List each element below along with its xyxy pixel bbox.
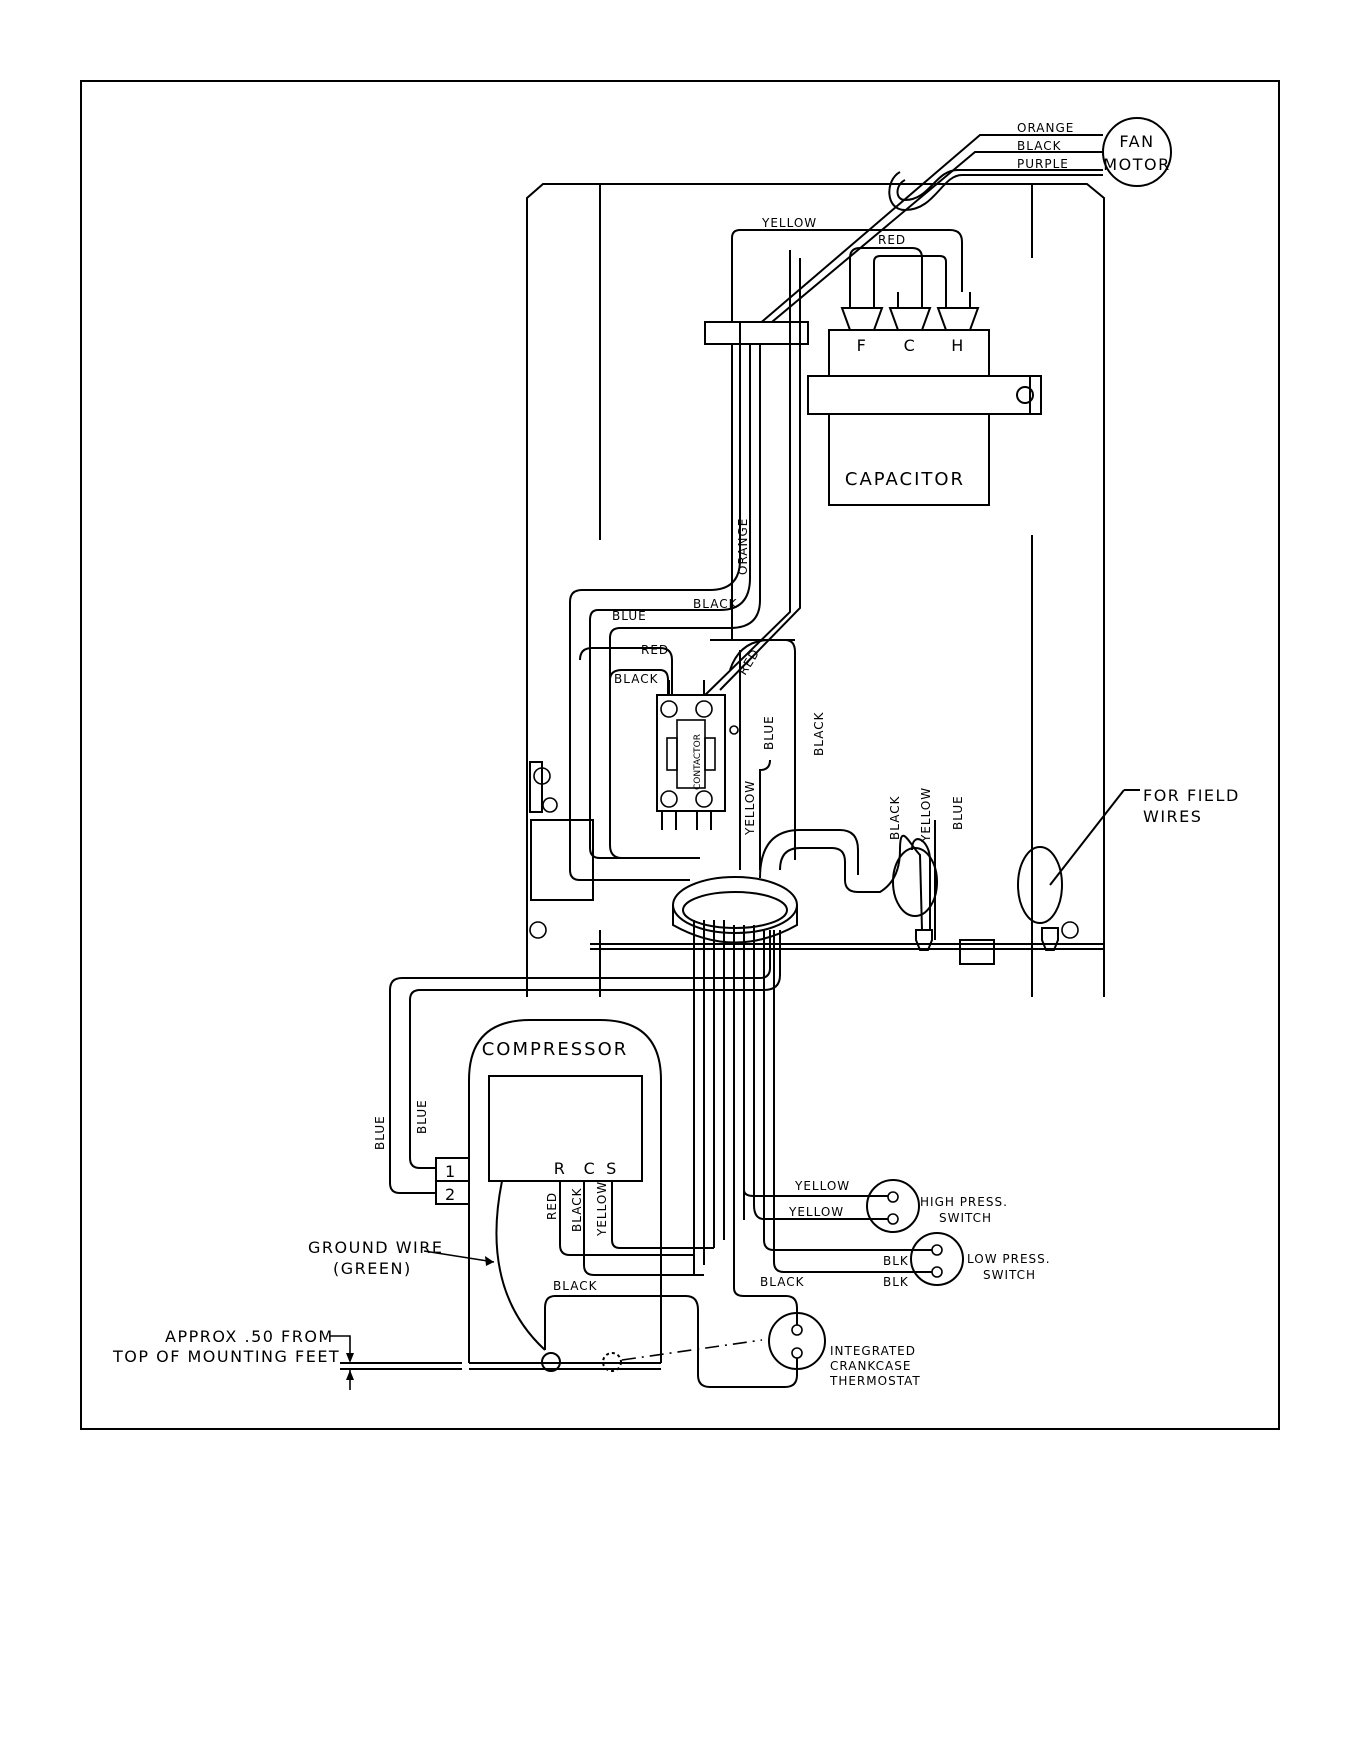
contactor: CONTACTOR xyxy=(656,680,739,830)
ground-screw-icon-2 xyxy=(542,797,558,813)
wire-clamp xyxy=(704,321,809,345)
low-press-blk-label-1: BLK xyxy=(883,1254,909,1268)
compressor-yellow-wire-label: YELLOW xyxy=(595,1181,609,1237)
fan-wire-black-label: BLACK xyxy=(1017,139,1062,153)
capacitor-mount-screw-icon xyxy=(1016,386,1034,404)
ground-lug xyxy=(529,761,594,939)
ground-wire: GROUND WIRE (GREEN) xyxy=(308,1180,546,1351)
orange-wire-label: ORANGE xyxy=(736,518,750,575)
capacitor-label: CAPACITOR xyxy=(845,469,965,490)
blue-wire-label-left: BLUE xyxy=(612,609,647,623)
compressor-terminal-s: S xyxy=(606,1159,618,1178)
compressor-label: COMPRESSOR xyxy=(482,1039,629,1060)
ground-wire-label-1: GROUND WIRE xyxy=(308,1238,443,1257)
low-press-switch-label-1: LOW PRESS. xyxy=(967,1252,1051,1266)
thermostat-black-label-1: BLACK xyxy=(553,1279,598,1293)
blue-wire-label-right: BLUE xyxy=(762,715,776,750)
mounting-note-label-1: APPROX .50 FROM xyxy=(165,1327,334,1346)
main-wire-bundle xyxy=(693,920,775,1277)
low-press-switch: BLK BLK LOW PRESS. SWITCH xyxy=(763,1190,1051,1289)
fan-wire-purple-label: PURPLE xyxy=(1017,157,1069,171)
field-wire-loop-left: BLACK YELLOW BLUE xyxy=(759,787,965,951)
contactor-label: CONTACTOR xyxy=(693,734,703,790)
contactor-screw-icon-4 xyxy=(695,790,713,808)
compressor-plug-2: 2 xyxy=(445,1185,457,1204)
base-bracket xyxy=(959,939,995,965)
ground-screw-icon-1 xyxy=(533,767,551,785)
compressor-red-wire-label: RED xyxy=(545,1192,559,1220)
high-press-switch-label-2: SWITCH xyxy=(939,1211,992,1225)
high-press-yellow-label-1: YELLOW xyxy=(794,1179,850,1193)
mounting-note: APPROX .50 FROM TOP OF MOUNTING FEET xyxy=(112,1327,354,1390)
compressor-base xyxy=(340,1339,763,1372)
fan-motor-label-1: FAN xyxy=(1119,132,1154,151)
low-press-switch-label-2: SWITCH xyxy=(983,1268,1036,1282)
thermostat-label-2: CRANKCASE xyxy=(830,1359,911,1373)
compressor-black-wire-label: BLACK xyxy=(570,1187,584,1232)
compressor-terminal-wires: RED BLACK YELLOW xyxy=(545,1181,714,1276)
thermostat-label-1: INTEGRATED xyxy=(830,1344,916,1358)
high-press-yellow-label-2: YELLOW xyxy=(788,1205,844,1219)
field-blue-label: BLUE xyxy=(951,795,965,830)
compressor-blue-wire-label-1: BLUE xyxy=(373,1115,387,1150)
compressor-blue-wires: BLUE BLUE xyxy=(373,930,781,1194)
fan-wire-orange-label: ORANGE xyxy=(1017,121,1074,135)
ground-wire-label-2: (GREEN) xyxy=(333,1259,412,1278)
capacitor-red-wire-label: RED xyxy=(878,233,906,247)
field-wires-label-2: WIRES xyxy=(1143,807,1202,826)
crankcase-thermostat: BLACK BLACK INTEGRATED CRANKCASE THERMOS… xyxy=(544,1275,921,1388)
fan-motor-wires: ORANGE BLACK PURPLE xyxy=(749,121,1103,333)
field-wires-label-1: FOR FIELD xyxy=(1143,786,1240,805)
black-wire-label-top: BLACK xyxy=(693,597,738,611)
compressor-plug-1: 1 xyxy=(445,1162,457,1181)
compressor-terminal-r: R xyxy=(554,1159,567,1178)
black-wire-label-right: BLACK xyxy=(812,711,826,756)
diagram-border xyxy=(80,80,1280,1430)
top-yellow-wire-label: YELLOW xyxy=(761,216,817,230)
compressor: COMPRESSOR R C S 1 2 xyxy=(435,1019,662,1363)
red-wire-label-contactor: RED xyxy=(641,643,669,657)
yellow-wire-label-contactor: YELLOW xyxy=(743,780,757,836)
contactor-screw-icon-1 xyxy=(660,700,678,718)
capacitor-terminal-c: C xyxy=(904,336,917,355)
capacitor-terminal-f: F xyxy=(857,336,868,355)
contactor-screw-icon-2 xyxy=(695,700,713,718)
compressor-terminal-c: C xyxy=(584,1159,597,1178)
high-press-switch: YELLOW YELLOW HIGH PRESS. SWITCH xyxy=(743,1179,1008,1233)
contactor-small-screw-icon xyxy=(729,725,739,735)
black-wire-label-contactor: BLACK xyxy=(614,672,659,686)
thermostat-label-3: THERMOSTAT xyxy=(829,1374,921,1388)
compressor-blue-wire-label-2: BLUE xyxy=(415,1099,429,1134)
capacitor-terminals xyxy=(840,292,980,331)
low-press-blk-label-2: BLK xyxy=(883,1275,909,1289)
contactor-screw-icon-3 xyxy=(660,790,678,808)
field-ground-screw-icon xyxy=(1061,921,1079,939)
field-black-label: BLACK xyxy=(888,795,902,840)
high-press-switch-label-1: HIGH PRESS. xyxy=(920,1195,1008,1209)
capacitor: CAPACITOR F C H RED xyxy=(807,233,1042,506)
capacitor-terminal-h: H xyxy=(951,336,965,355)
fan-motor: FAN MOTOR xyxy=(1102,117,1172,187)
field-yellow-label: YELLOW xyxy=(919,787,933,843)
fan-motor-label-2: MOTOR xyxy=(1103,155,1170,174)
mounting-note-label-2: TOP OF MOUNTING FEET xyxy=(112,1347,340,1366)
field-wire-loop-right: FOR FIELD WIRES xyxy=(1017,786,1240,951)
thermostat-black-label-2: BLACK xyxy=(760,1275,805,1289)
ground-screw-icon-3 xyxy=(529,921,547,939)
